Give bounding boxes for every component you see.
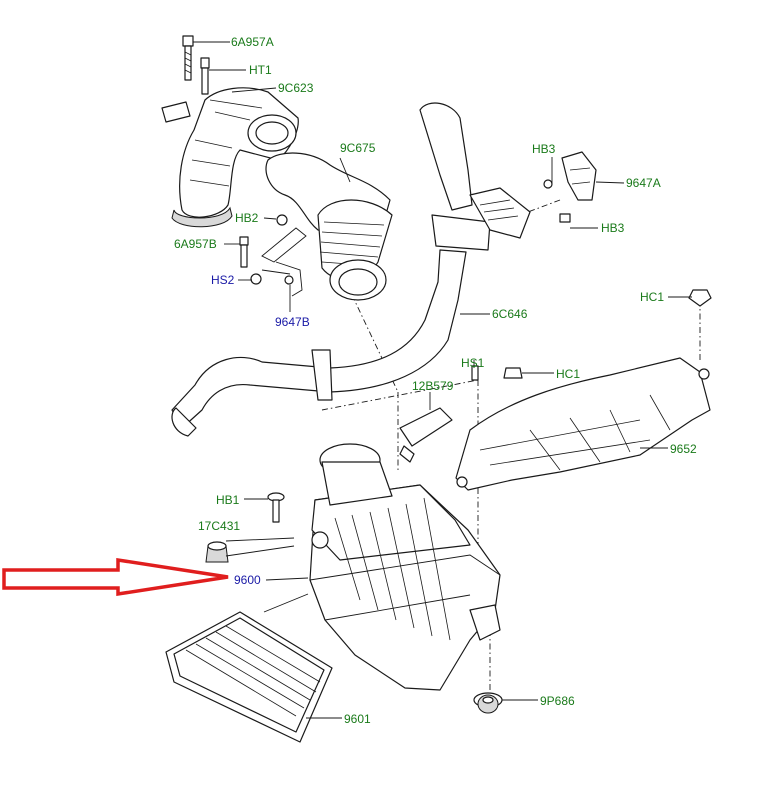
label-ht1: HT1 — [249, 63, 272, 77]
bracket-9647a — [543, 151, 597, 223]
red-outline-arrow-icon — [2, 557, 229, 597]
label-6c646: 6C646 — [492, 307, 528, 321]
filter-element-9601 — [165, 611, 333, 743]
label-hb2: HB2 — [235, 211, 259, 225]
label-9c623: 9C623 — [278, 81, 314, 95]
label-12b579: 12B579 — [412, 379, 454, 393]
label-9652: 9652 — [670, 442, 697, 456]
air-cleaner-housing-9600 — [309, 443, 501, 691]
bolt-hb1-icon — [267, 492, 285, 523]
part-labels: 6A957A HT1 9C623 9C675 HB3 9647A HB3 HB2… — [174, 35, 697, 726]
label-hb3-top: HB3 — [532, 142, 556, 156]
bolt-6a957a-icon — [182, 35, 194, 81]
label-hc1-mid: HC1 — [556, 367, 580, 381]
label-9600: 9600 — [234, 573, 261, 587]
leader-lines — [193, 41, 692, 719]
label-hs1: HS1 — [461, 356, 485, 370]
outlet-hose-9c675 — [265, 152, 393, 301]
grommet-17c431-icon — [205, 541, 229, 563]
bracket-9652 — [455, 289, 712, 491]
label-6a957a: 6A957A — [231, 35, 274, 49]
label-6a957b: 6A957B — [174, 237, 217, 251]
intake-duct-9c623 — [161, 87, 299, 228]
label-9p686: 9P686 — [540, 694, 575, 708]
label-hb1: HB1 — [216, 493, 240, 507]
grommet-9p686-icon — [473, 692, 503, 714]
label-9c675: 9C675 — [340, 141, 376, 155]
label-9601: 9601 — [344, 712, 371, 726]
label-9647b: 9647B — [275, 315, 310, 329]
sensor-12b579 — [399, 407, 453, 463]
label-hc1-right: HC1 — [640, 290, 664, 304]
label-17c431: 17C431 — [198, 519, 240, 533]
label-hb3-bottom: HB3 — [601, 221, 625, 235]
label-9647a: 9647A — [626, 176, 661, 190]
label-hs2: HS2 — [211, 273, 235, 287]
bracket-9647b — [239, 214, 307, 297]
stud-ht1-icon — [200, 57, 210, 95]
intake-tube-6c646 — [171, 102, 531, 437]
